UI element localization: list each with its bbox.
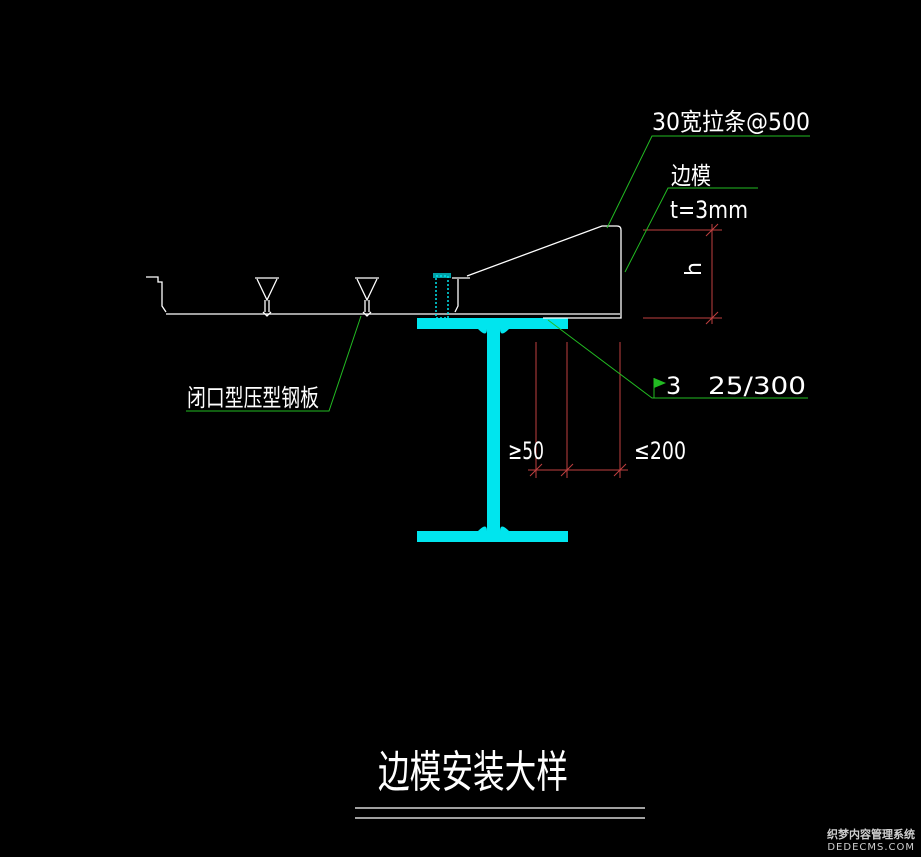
height-label: h [682, 262, 707, 276]
beam-fillet-top [478, 329, 509, 334]
leader-edge-form [624, 187, 758, 273]
deck-end-rib [452, 277, 470, 313]
edge-form-outline [466, 225, 622, 319]
edge-form-label: 边模 [671, 162, 711, 190]
edge-form [466, 225, 622, 319]
watermark-line2: DEDECMS.COM [827, 841, 915, 853]
steel-deck [146, 276, 620, 317]
leader-deck [186, 315, 362, 412]
beam-fillet-bottom [478, 526, 509, 531]
deck-end-hook [146, 276, 167, 313]
steel-i-beam [417, 318, 568, 542]
leader-lines [186, 135, 810, 412]
beam-top-flange [417, 318, 568, 329]
beam-bottom-flange [417, 531, 568, 542]
thickness-label: t=3mm [670, 196, 748, 224]
min-dim-label: ≥50 [508, 437, 544, 465]
weld-flag [654, 378, 666, 388]
dimension-lines [528, 223, 722, 478]
watermark-line1: 织梦内容管理系统 [827, 827, 915, 841]
beam-web [487, 329, 500, 531]
watermark: 织梦内容管理系统 DEDECMS.COM [827, 827, 915, 853]
deck-label: 闭口型压型钢板 [187, 384, 319, 412]
leader-tie-strip [606, 135, 810, 229]
deck-rib-2 [355, 277, 379, 317]
max-dim-label: ≤200 [634, 437, 686, 465]
weld-spec-label: 25/300 [708, 372, 806, 400]
drawing-title: 边模安装大样 [378, 747, 568, 798]
deck-rib-1 [255, 277, 279, 317]
weld-size-label: 3 [666, 372, 681, 400]
tie-strip-label: 30宽拉条@500 [652, 108, 810, 136]
shear-stud [433, 273, 451, 319]
leader-weld [547, 319, 808, 399]
